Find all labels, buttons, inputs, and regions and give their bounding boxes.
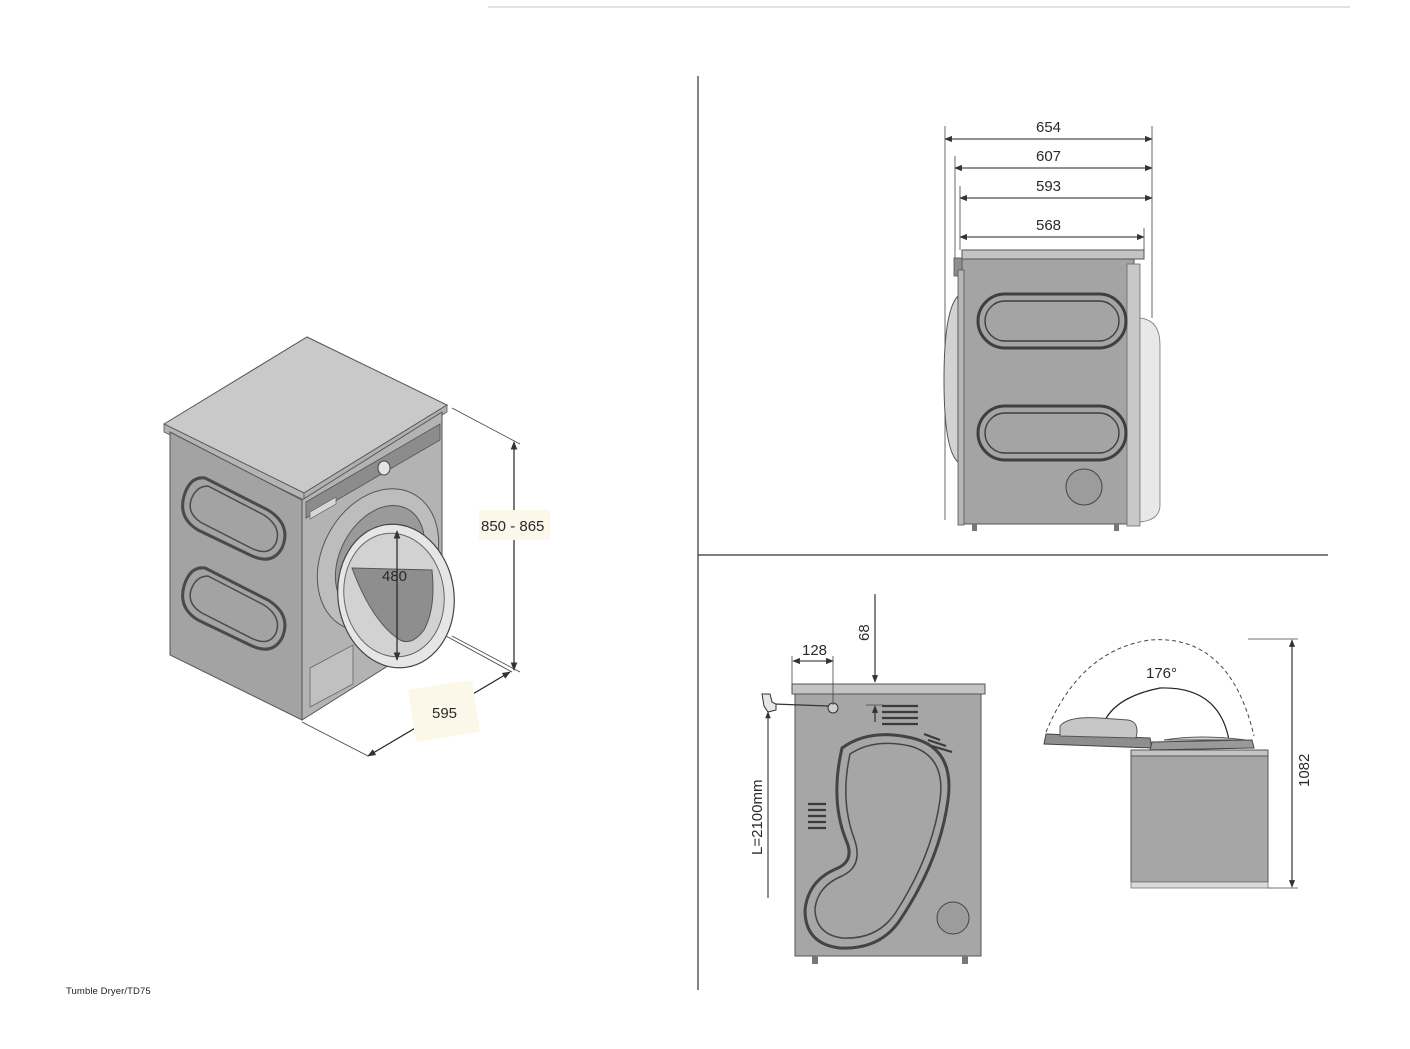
back-top-slab bbox=[791, 683, 986, 695]
filter-cover bbox=[309, 644, 354, 708]
side-back-bulge bbox=[1139, 317, 1161, 523]
side-door-profile bbox=[943, 294, 959, 464]
side-embossing bbox=[181, 476, 287, 651]
open-height-dimension-label: 1082 bbox=[1296, 754, 1313, 787]
side-dim-label-1: 654 bbox=[1036, 119, 1061, 136]
door-dimension-label: 480 bbox=[382, 568, 407, 585]
control-panel bbox=[305, 423, 441, 519]
document-caption: Tumble Dryer/TD75 bbox=[66, 986, 151, 997]
back-view: 128 68 L=2100mm bbox=[749, 594, 986, 964]
hose-plug-icon bbox=[761, 693, 777, 713]
height-label-bg bbox=[479, 510, 550, 540]
pipe-dimension-label: 128 bbox=[802, 642, 827, 659]
side-dim-label-4: 568 bbox=[1036, 217, 1061, 234]
side-embossing-ovals bbox=[976, 292, 1128, 462]
door-view-top bbox=[1130, 749, 1269, 757]
door-view-body bbox=[1130, 755, 1269, 883]
height-dimension-label: 850 - 865 bbox=[481, 518, 544, 535]
door-swing-arc bbox=[1045, 639, 1255, 737]
side-view: 654 607 593 568 bbox=[943, 119, 1161, 531]
back-vent-circle bbox=[936, 901, 970, 935]
side-body bbox=[961, 258, 1135, 525]
offset-dimension-label: 68 bbox=[856, 624, 873, 641]
back-drum-outline bbox=[803, 733, 951, 950]
side-top-slab bbox=[961, 249, 1145, 260]
isometric-view: 480 850 - 865 595 bbox=[162, 336, 550, 757]
open-door-right bbox=[1149, 739, 1255, 751]
side-dim-label-3: 593 bbox=[1036, 178, 1061, 195]
program-knob-icon bbox=[377, 460, 391, 476]
hose-length-label: L=2100mm bbox=[749, 780, 766, 855]
back-vents bbox=[808, 704, 953, 830]
door-glass bbox=[351, 567, 434, 643]
width-dimension-label: 595 bbox=[432, 705, 457, 722]
side-dim-label-2: 607 bbox=[1036, 148, 1061, 165]
width-label-bg bbox=[408, 680, 480, 742]
door-open-view: 176° 1082 bbox=[1043, 638, 1313, 889]
angle-label: 176° bbox=[1146, 665, 1177, 682]
side-vent-circle bbox=[1065, 468, 1103, 506]
